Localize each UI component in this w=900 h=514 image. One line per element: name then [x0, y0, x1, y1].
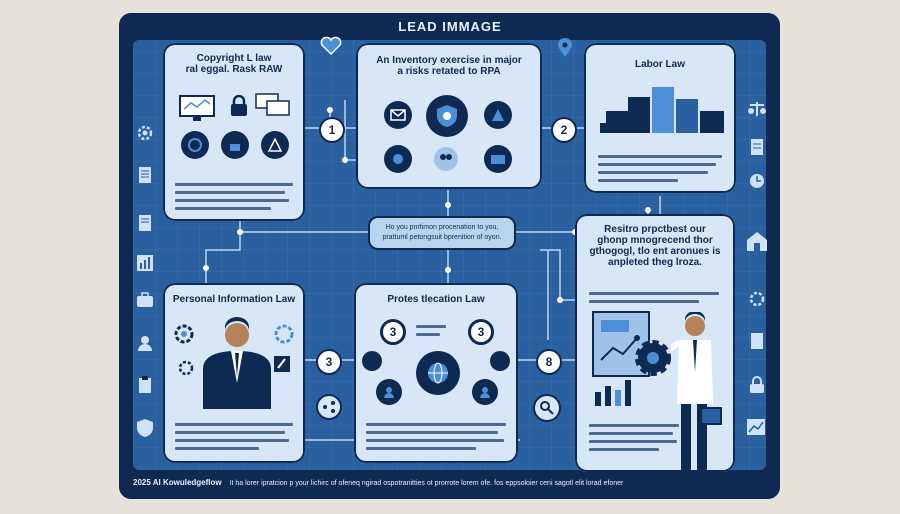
text-line — [598, 155, 722, 158]
clipboard-icon — [139, 376, 151, 393]
warning-circle-icon — [484, 101, 512, 129]
gear-icon — [178, 360, 194, 376]
card-title: Resitro prpctbest our ghonp mnogrecend t… — [589, 224, 721, 268]
bar — [652, 87, 674, 133]
text-line — [589, 432, 673, 435]
people-circle-icon — [434, 147, 458, 171]
presentation-board-illustration — [592, 311, 650, 406]
share-icon — [316, 394, 342, 420]
card-title: Copyright L law ral eggal. Rask RAW — [185, 53, 283, 75]
person-illustration — [203, 317, 271, 409]
bar — [700, 111, 724, 133]
card-title: Personal Information Law — [172, 294, 296, 305]
step-3-marker: 3 — [316, 349, 342, 375]
text-line — [366, 439, 504, 442]
document-icon — [751, 333, 763, 349]
shield-circle-icon — [426, 95, 468, 137]
text-line — [366, 423, 506, 426]
text-line — [175, 199, 289, 202]
center-statement: Ho you pnrtimon procenation to you, prat… — [368, 216, 516, 250]
heart-icon — [320, 36, 342, 56]
shield-icon — [137, 419, 153, 437]
card-personal-information-law: Personal Information Law — [163, 283, 305, 463]
user-circle-icon — [376, 379, 402, 405]
text-line — [589, 424, 679, 427]
footer-caption: 2025 AI Kowuledgeflow It ha lorer ipratc… — [133, 478, 773, 487]
card-result-summary: Resitro prpctbest our ghonp mnogrecend t… — [575, 214, 735, 472]
text-line — [598, 163, 716, 166]
text-line — [175, 183, 293, 186]
building-icon — [747, 232, 767, 251]
lock-icon — [231, 95, 247, 116]
businessman-illustration — [671, 312, 722, 470]
text-line — [416, 325, 446, 328]
warning-circle-icon — [261, 131, 289, 159]
clock-icon — [750, 174, 764, 188]
globe-hands-icon — [416, 351, 460, 395]
text-line — [589, 448, 659, 451]
gear-icon — [749, 291, 765, 307]
card-inventory-exercise: An Inventory exercise in major a risks r… — [356, 43, 542, 189]
text-line — [175, 447, 259, 450]
number-badge-icon: 3 — [380, 319, 406, 345]
text-line — [589, 292, 719, 295]
circle-icon — [362, 351, 382, 371]
text-line — [175, 207, 271, 210]
bar — [628, 97, 650, 133]
text-line — [598, 171, 708, 174]
card-title: Protes tlecation Law — [387, 294, 485, 305]
chat-bubble-icon — [255, 93, 290, 116]
bar — [676, 99, 698, 133]
footer-brand: 2025 AI Kowuledgeflow — [133, 478, 222, 487]
user-icon — [138, 336, 152, 351]
text-line — [589, 300, 699, 303]
location-pin-icon — [558, 38, 572, 57]
folder-circle-icon — [484, 145, 512, 173]
card-labor-law: Labor Law — [584, 43, 736, 193]
document-icon — [751, 139, 763, 155]
text-line — [366, 447, 476, 450]
document-icon — [139, 215, 151, 231]
scale-icon — [748, 102, 766, 116]
badge-circle-icon — [384, 145, 412, 173]
text-line — [175, 439, 289, 442]
gear-icon — [274, 324, 294, 344]
document-icon — [139, 167, 151, 183]
text-line — [416, 333, 440, 336]
number-badge-icon: 3 — [468, 319, 494, 345]
text-line — [598, 179, 678, 182]
text-line — [366, 431, 498, 434]
footer-text: It ha lorer ipratcion p your lichirc of … — [229, 480, 624, 487]
text-line — [175, 423, 293, 426]
copyright-circle-icon — [181, 131, 209, 159]
card-title: Labor Law — [634, 59, 685, 70]
infographic-title: LEAD IMMAGE — [398, 19, 502, 34]
gear-icon — [174, 324, 194, 344]
edit-icon — [274, 356, 290, 372]
card-protection-law: Protes tlecation Law 3 3 — [354, 283, 518, 463]
step-8-marker: 8 — [536, 349, 562, 375]
chart-icon — [137, 255, 153, 271]
gear-icon — [635, 340, 671, 376]
step-1-marker: 1 — [319, 117, 345, 143]
briefcase-icon — [137, 292, 153, 307]
step-2-marker: 2 — [551, 117, 577, 143]
bar — [606, 111, 628, 133]
card-title: An Inventory exercise in major a risks r… — [376, 55, 522, 77]
chart-icon — [747, 419, 765, 435]
text-line — [589, 440, 677, 443]
monitor-icon — [179, 95, 215, 121]
search-icon — [533, 394, 561, 422]
circle-icon — [490, 351, 510, 371]
card-copyright-law: Copyright L law ral eggal. Rask RAW — [163, 43, 305, 221]
text-line — [175, 431, 285, 434]
mail-circle-icon — [384, 101, 412, 129]
user-circle-icon — [472, 379, 498, 405]
padlock-circle-icon — [221, 131, 249, 159]
lock-icon — [750, 376, 764, 393]
gear-icon — [137, 125, 153, 141]
text-line — [175, 191, 285, 194]
